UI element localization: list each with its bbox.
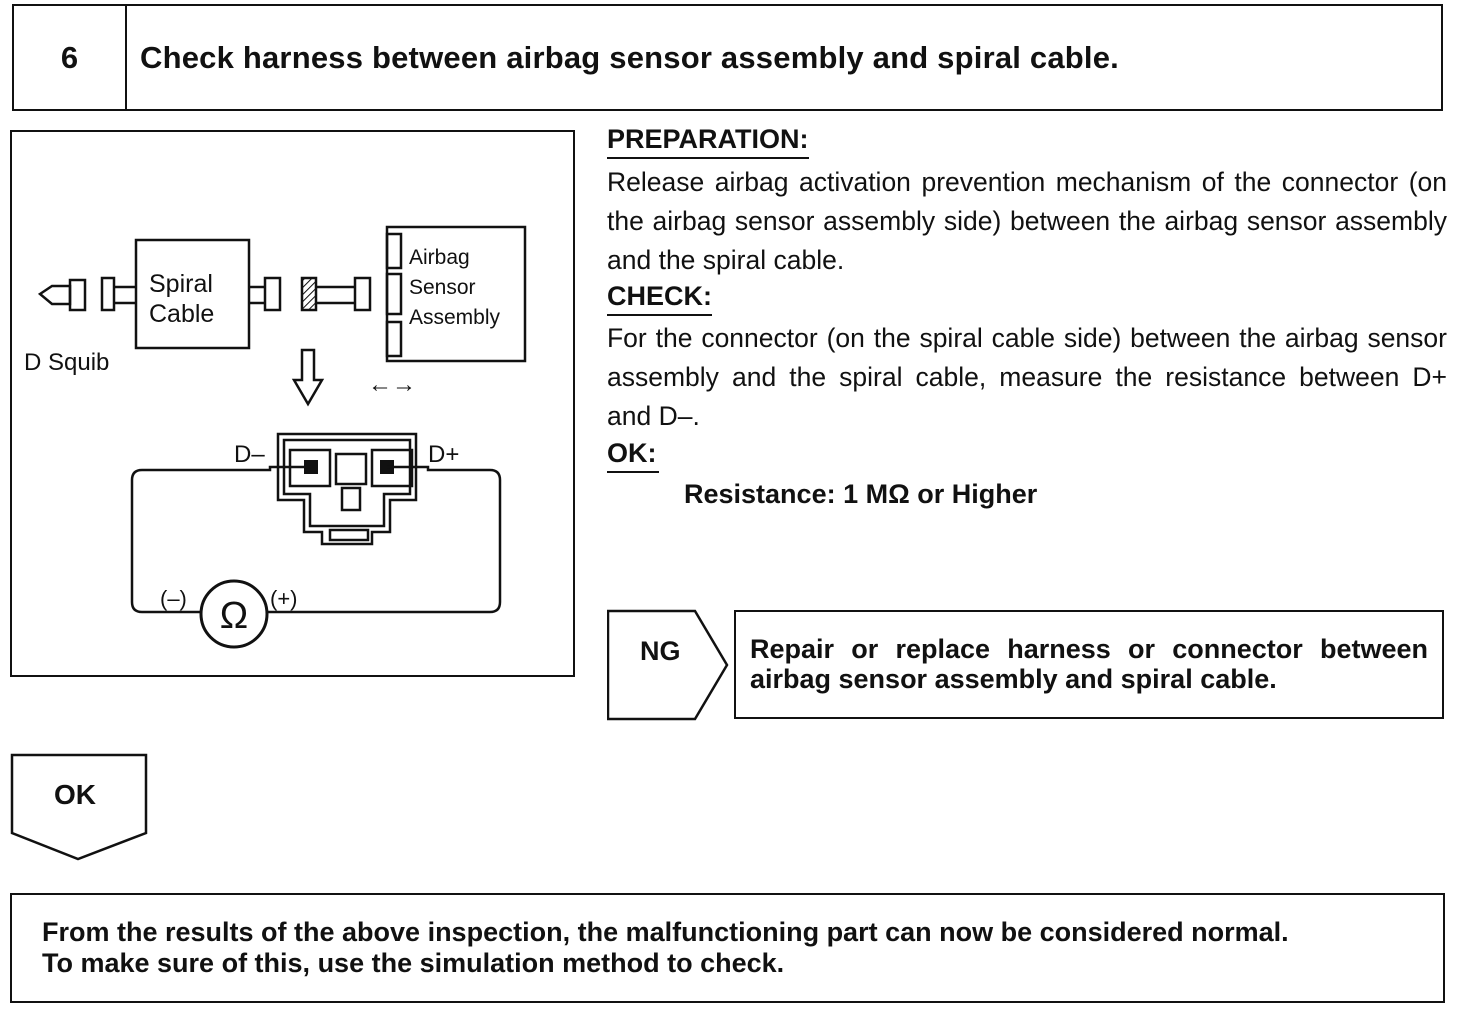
step-number: 6	[14, 6, 127, 109]
spiral-cable-connector	[249, 276, 282, 312]
airbag-sensor-connector	[300, 276, 372, 312]
connector-detail	[276, 432, 418, 546]
ok-heading: OK:	[607, 438, 659, 473]
step-title: Check harness between airbag sensor asse…	[140, 40, 1119, 75]
down-arrow-icon	[291, 348, 325, 407]
ohmmeter-icon	[199, 579, 269, 649]
spiral-cable-label-1: Spiral	[149, 270, 213, 298]
airbag-label-3: Assembly	[409, 306, 501, 329]
ok-arrow-icon	[10, 753, 148, 861]
preparation-text: Release airbag activation prevention mec…	[607, 167, 1447, 275]
airbag-label-1: Airbag	[409, 246, 470, 269]
wiring-diagram: Spiral Cable Airbag Sensor As	[10, 130, 575, 677]
ng-action-text: Repair or replace harness or connector b…	[750, 634, 1428, 694]
ng-label: NG	[640, 636, 681, 666]
d-plus-label: D+	[428, 441, 459, 468]
probe-negative-label: (–)	[160, 586, 187, 611]
probe-positive-label: (+)	[270, 586, 298, 611]
airbag-sensor-assembly-box	[385, 225, 527, 363]
conclusion-box: From the results of the above inspection…	[10, 893, 1445, 1003]
ok-resistance-value: Resistance: 1 MΩ or Higher	[684, 479, 1038, 509]
conclusion-line-1: From the results of the above inspection…	[42, 917, 1289, 947]
step-header: 6 Check harness between airbag sensor as…	[12, 4, 1443, 111]
ohmmeter-lead-positive	[268, 465, 502, 614]
d-squib-label: D Squib	[24, 349, 109, 376]
spiral-cable-box	[134, 238, 251, 350]
ohm-symbol: Ω	[220, 595, 248, 637]
ng-arrow-icon	[607, 609, 729, 721]
check-heading: CHECK:	[607, 281, 712, 316]
spiral-cable-label-2: Cable	[149, 300, 214, 328]
ohmmeter-lead-negative	[130, 465, 311, 614]
preparation-heading: PREPARATION:	[607, 124, 809, 159]
ok-branch-label: OK	[54, 779, 96, 810]
ng-action-box: Repair or replace harness or connector b…	[734, 610, 1444, 719]
disconnect-arrows-icon: ←→	[368, 371, 416, 398]
check-text: For the connector (on the spiral cable s…	[607, 323, 1447, 431]
d-squib-connector	[37, 276, 136, 312]
conclusion-line-2: To make sure of this, use the simulation…	[42, 948, 785, 978]
airbag-label-2: Sensor	[409, 276, 476, 299]
d-minus-label: D–	[234, 441, 265, 468]
